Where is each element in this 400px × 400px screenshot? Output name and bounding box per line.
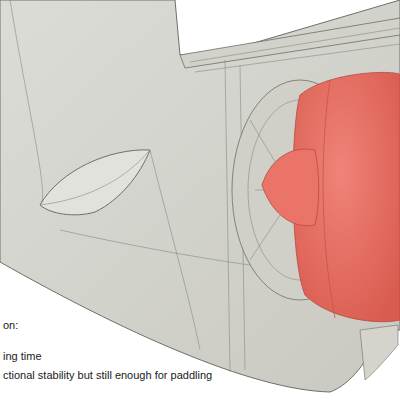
- top-rail: [180, 18, 400, 68]
- prop-cone: [262, 149, 319, 226]
- foil: [40, 150, 150, 215]
- note-text: ing time: [3, 350, 42, 363]
- note-text: ctional stability but still enough for p…: [3, 369, 212, 382]
- note-text: on:: [3, 319, 18, 332]
